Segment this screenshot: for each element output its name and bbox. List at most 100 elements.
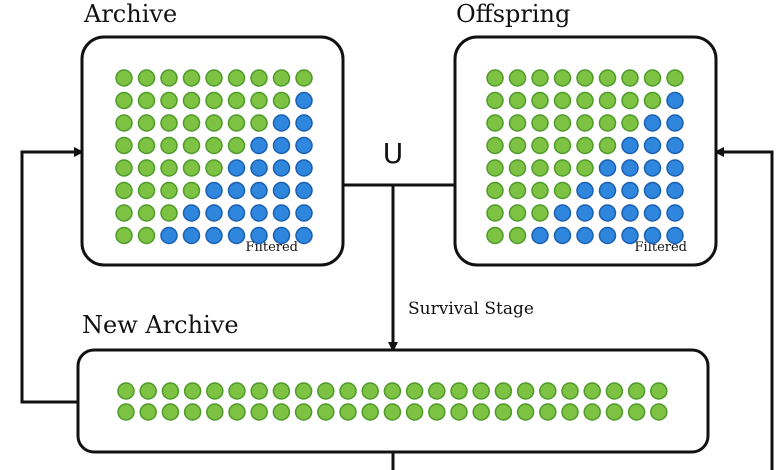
offspring-dot xyxy=(531,114,549,132)
offspring-filtered-dot xyxy=(666,114,684,132)
union-symbol: U xyxy=(383,137,404,170)
offspring-dot xyxy=(531,136,549,155)
archive-dot xyxy=(160,159,178,177)
new-archive-dot xyxy=(228,403,246,421)
archive-title: Archive xyxy=(83,0,177,28)
offspring-dot xyxy=(598,91,617,110)
archive-filtered-dot xyxy=(160,226,178,245)
offspring-filtered-dot xyxy=(643,226,662,245)
archive-dot xyxy=(205,159,223,177)
archive-filtered-dot xyxy=(227,204,246,222)
new-archive-dot xyxy=(272,403,291,421)
new-archive-dot xyxy=(516,382,535,400)
archive-dot xyxy=(115,69,133,87)
archive-filtered-dot xyxy=(250,226,268,245)
archive-dot xyxy=(250,91,268,110)
new-archive-dot xyxy=(250,403,268,421)
new-archive-dot xyxy=(561,382,579,400)
offspring-dot xyxy=(576,69,594,87)
offspring-dot xyxy=(553,181,572,200)
new-archive-dot xyxy=(650,403,668,421)
archive-filtered-dot xyxy=(295,226,313,245)
archive-dot xyxy=(115,226,133,245)
archive-dot xyxy=(205,69,223,87)
archive-dot xyxy=(160,204,178,222)
new-archive-dot xyxy=(627,403,646,421)
offspring-dot xyxy=(486,226,504,245)
new-archive-dot xyxy=(317,382,335,400)
new-archive-dot xyxy=(206,382,224,400)
archive-filtered-dot xyxy=(272,136,291,155)
archive-filtered-dot xyxy=(227,226,246,245)
offspring-dot xyxy=(508,91,527,110)
archive-filtered-dot xyxy=(295,91,313,110)
archive-dot xyxy=(227,114,246,132)
offspring-dot xyxy=(598,136,617,155)
offspring-dot xyxy=(553,159,572,177)
new-archive-dot xyxy=(183,403,202,421)
offspring-filtered-dot xyxy=(576,204,594,222)
archive-dot xyxy=(137,69,156,87)
new-archive-dot xyxy=(494,403,513,421)
offspring-dot xyxy=(486,69,504,87)
new-archive-dot xyxy=(183,382,202,400)
new-archive-dot xyxy=(206,403,224,421)
archive-dot xyxy=(182,114,201,132)
archive-filtered-label: Filtered xyxy=(246,240,298,255)
offspring-dot xyxy=(508,226,527,245)
offspring-dot xyxy=(531,91,549,110)
offspring-filtered-dot xyxy=(666,226,684,245)
archive-dot xyxy=(272,91,291,110)
offspring-dot xyxy=(486,91,504,110)
archive-dot xyxy=(160,136,178,155)
archive-filtered-dot xyxy=(205,204,223,222)
archive-filtered-dot xyxy=(205,226,223,245)
offspring-filtered-dot xyxy=(666,204,684,222)
archive-dot xyxy=(115,204,133,222)
new-archive-dot xyxy=(650,382,668,400)
offspring-filtered-dot xyxy=(598,204,617,222)
archive-dot xyxy=(115,181,133,200)
archive-filtered-dot xyxy=(182,226,201,245)
offspring-filtered-dot xyxy=(666,159,684,177)
offspring-dot xyxy=(576,159,594,177)
offspring-dot xyxy=(621,114,639,132)
offspring-dot xyxy=(553,69,572,87)
offspring-dot xyxy=(531,69,549,87)
new-archive-dot xyxy=(428,403,446,421)
offspring-filtered-dot xyxy=(621,181,639,200)
new-archive-dot xyxy=(583,403,601,421)
offspring-filtered-dot xyxy=(576,181,594,200)
offspring-dot xyxy=(553,114,572,132)
offspring-dot xyxy=(508,181,527,200)
new-archive-dot xyxy=(494,382,513,400)
offspring-title: Offspring xyxy=(456,0,570,28)
offspring-filtered-dot xyxy=(666,91,684,110)
archive-dot xyxy=(182,181,201,200)
offspring-filtered-dot xyxy=(576,226,594,245)
new-archive-population-grid xyxy=(117,382,668,421)
new-archive-dot xyxy=(583,382,601,400)
new-archive-dot xyxy=(250,382,268,400)
offspring-dot xyxy=(598,69,617,87)
archive-filtered-dot xyxy=(272,226,291,245)
offspring-filtered-dot xyxy=(621,136,639,155)
archive-dot xyxy=(115,159,133,177)
new-archive-dot xyxy=(161,403,180,421)
new-archive-dot xyxy=(339,382,357,400)
new-archive-dot xyxy=(539,403,557,421)
offspring-filtered-dot xyxy=(643,204,662,222)
offspring-dot xyxy=(508,114,527,132)
archive-filtered-dot xyxy=(250,181,268,200)
archive-filtered-dot xyxy=(250,136,268,155)
new-archive-dot xyxy=(339,403,357,421)
archive-dot xyxy=(227,69,246,87)
offspring-dot xyxy=(508,69,527,87)
offspring-filtered-dot xyxy=(531,226,549,245)
new-archive-dot xyxy=(405,403,424,421)
archive-dot xyxy=(115,114,133,132)
offspring-filtered-dot xyxy=(553,226,572,245)
archive-dot xyxy=(182,159,201,177)
offspring-dot xyxy=(553,136,572,155)
